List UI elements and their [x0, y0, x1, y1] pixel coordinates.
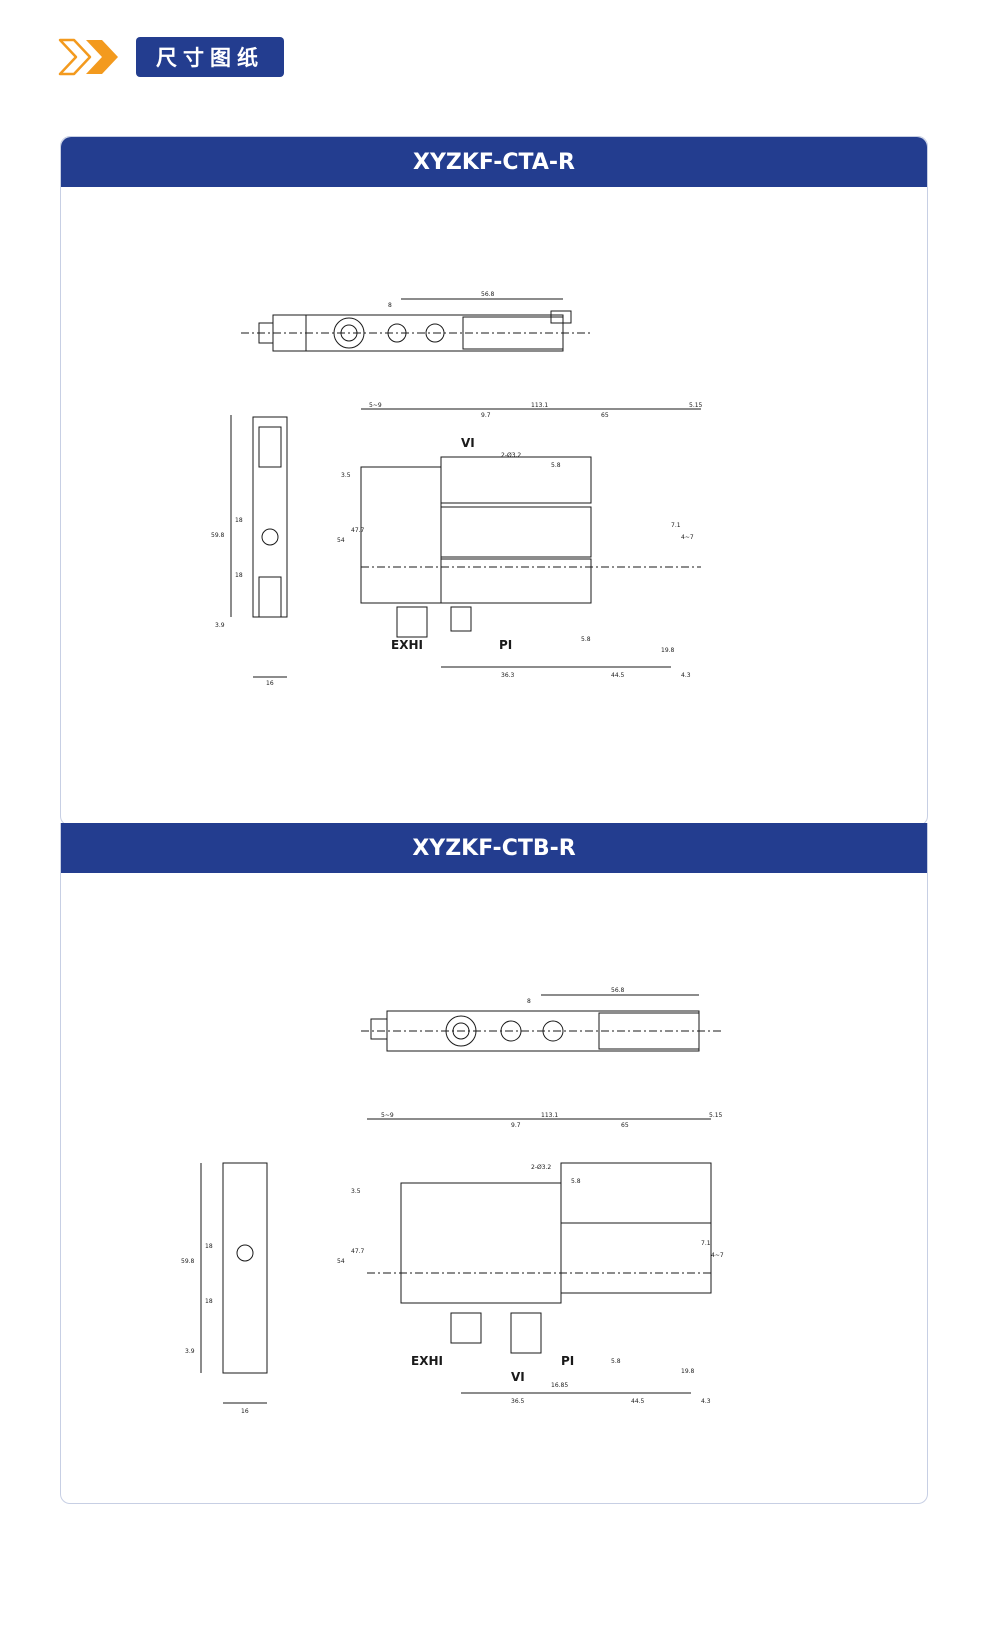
port-label: EXHI: [391, 638, 423, 652]
port-label: PI: [499, 638, 512, 652]
section-title: 尺寸图纸: [136, 37, 284, 77]
dim-label: 5.8: [581, 636, 591, 643]
port-label: VI: [511, 1370, 525, 1384]
dim-label: 5.8: [571, 1178, 581, 1185]
front-view: 5~9 113.1 9.7 65 5.15 2-Ø3.2 5.8 3.5 54 …: [337, 1112, 724, 1405]
dim-label: 5~9: [381, 1112, 394, 1119]
dim-label: 4.3: [701, 1398, 711, 1405]
dim-label: 16: [241, 1408, 249, 1415]
dim-label: 3.9: [215, 622, 225, 629]
dim-label: 54: [337, 1258, 345, 1265]
dim-label: 3.5: [341, 472, 351, 479]
dim-label: 9.7: [481, 412, 491, 419]
dim-label: 9.7: [511, 1122, 521, 1129]
dim-label: 19.8: [661, 647, 675, 654]
dim-label: 47.7: [351, 527, 365, 534]
dim-label: 65: [621, 1122, 629, 1129]
dim-label: 8: [527, 998, 531, 1005]
model-title: XYZKF-CTA-R: [61, 137, 927, 187]
dim-label: 54: [337, 537, 345, 544]
dim-label: 65: [601, 412, 609, 419]
technical-drawing: 56.8 8 59.8 18 18 3.9 16: [171, 983, 791, 1423]
dim-label: 3.5: [351, 1188, 361, 1195]
dim-label: 59.8: [181, 1258, 195, 1265]
port-label: VI: [461, 436, 475, 450]
dim-label: 4~7: [711, 1252, 724, 1259]
dim-label: 5.8: [551, 462, 561, 469]
port-label: PI: [561, 1354, 574, 1368]
model-title: XYZKF-CTB-R: [61, 823, 927, 873]
dim-label: 18: [235, 517, 243, 524]
model-panel-ctb: XYZKF-CTB-R 56.8 8 59.8 18 18: [60, 823, 928, 1504]
dim-label: 2-Ø3.2: [531, 1164, 551, 1171]
dim-label: 36.5: [511, 1398, 525, 1405]
port-label: EXHI: [411, 1354, 443, 1368]
dim-label: 16.85: [551, 1382, 568, 1389]
dim-label: 3.9: [185, 1348, 195, 1355]
dim-label: 47.7: [351, 1248, 365, 1255]
dim-label: 113.1: [531, 402, 548, 409]
dim-label: 5.15: [709, 1112, 723, 1119]
side-view: 59.8 18 18 3.9 16: [211, 415, 288, 687]
dim-label: 2-Ø3.2: [501, 452, 521, 459]
technical-drawing: 56.8 8 59.8 18 18 3.9 16: [201, 287, 791, 687]
dim-label: 7.1: [671, 522, 681, 529]
dim-label: 7.1: [701, 1240, 711, 1247]
dim-label: 18: [205, 1298, 213, 1305]
side-view: 59.8 18 18 3.9 16: [181, 1162, 268, 1415]
top-view: 56.8 8: [241, 291, 591, 352]
model-panel-cta: XYZKF-CTA-R 56.8 8: [60, 136, 928, 826]
dim-label: 59.8: [211, 532, 225, 539]
dim-label: 36.3: [501, 672, 515, 679]
dim-label: 18: [205, 1243, 213, 1250]
dim-label: 56.8: [481, 291, 495, 298]
front-view: 5~9 113.1 9.7 65 5.15 VI 2-Ø3.2 5.8 3.5 …: [337, 402, 703, 679]
dim-label: 5.15: [689, 402, 703, 409]
dim-label: 44.5: [631, 1398, 645, 1405]
top-view: 56.8 8: [361, 987, 721, 1052]
dim-label: 4.3: [681, 672, 691, 679]
dim-label: 8: [388, 302, 392, 309]
dim-label: 5.8: [611, 1358, 621, 1365]
dim-label: 19.8: [681, 1368, 695, 1375]
dim-label: 56.8: [611, 987, 625, 994]
dim-label: 4~7: [681, 534, 694, 541]
dim-label: 113.1: [541, 1112, 558, 1119]
double-chevron-icon: [58, 38, 118, 76]
dim-label: 16: [266, 680, 274, 687]
dim-label: 18: [235, 572, 243, 579]
dim-label: 5~9: [369, 402, 382, 409]
dim-label: 44.5: [611, 672, 625, 679]
